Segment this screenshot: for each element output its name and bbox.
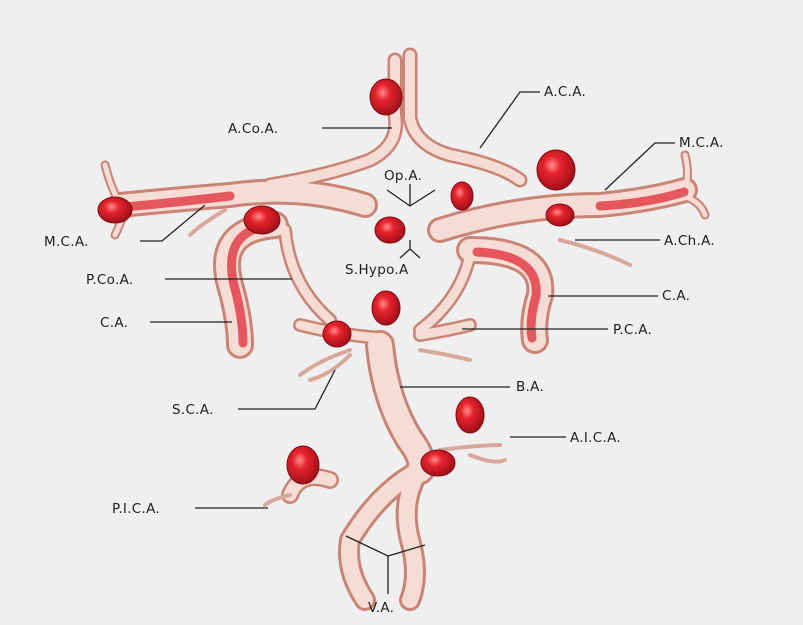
aneurysm-va-junction [421, 450, 455, 476]
aneurysm-acoa [370, 79, 402, 115]
label-mca-left: M.C.A. [44, 234, 89, 250]
label-aca: A.C.A. [544, 84, 586, 100]
label-shypoa: S.Hypo.A [345, 262, 409, 278]
aneurysm-aica [456, 397, 484, 433]
label-mca-right: M.C.A. [679, 135, 724, 151]
label-opa: Op.A. [384, 168, 422, 184]
aneurysm-mca-right [537, 150, 575, 190]
label-acha: A.Ch.A. [664, 233, 715, 249]
label-ca-left: C.A. [100, 315, 128, 331]
aneurysm-opa-left [375, 217, 405, 243]
aneurysm-opa-right [451, 182, 473, 210]
label-aica: A.I.C.A. [570, 430, 621, 446]
label-va: V.A. [368, 600, 394, 616]
aneurysm-sca [323, 321, 351, 347]
aneurysm-ba-tip [372, 291, 400, 325]
label-pcoa: P.Co.A. [86, 272, 133, 288]
aneurysm-mca-left [98, 197, 132, 223]
label-pca: P.C.A. [613, 322, 652, 338]
label-pica: P.I.C.A. [112, 501, 160, 517]
aneurysm-pica [287, 446, 319, 484]
aneurysm-ca-left-top [244, 206, 280, 234]
aneurysm-acha [546, 204, 574, 226]
label-ba: B.A. [516, 379, 544, 395]
label-sca: S.C.A. [172, 402, 214, 418]
label-ca-right: C.A. [662, 288, 690, 304]
aneurysms [98, 79, 575, 484]
label-acoa: A.Co.A. [228, 121, 278, 137]
